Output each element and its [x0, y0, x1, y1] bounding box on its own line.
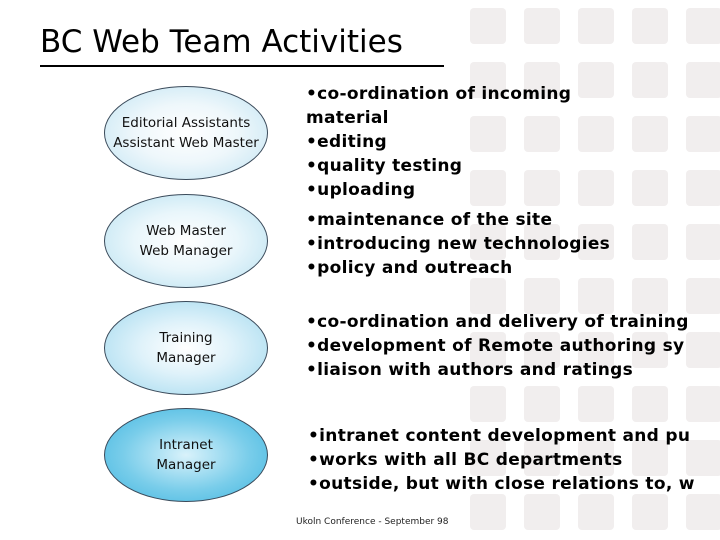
- background-tile: [524, 170, 560, 206]
- background-tile: [524, 224, 560, 260]
- background-tile: [524, 332, 560, 368]
- background-tile: [632, 440, 668, 476]
- background-tile: [470, 278, 506, 314]
- activity-item: •introducing new technologies: [306, 234, 611, 254]
- background-tile: [524, 386, 560, 422]
- background-tile: [524, 116, 560, 152]
- title-underline: [40, 65, 444, 67]
- slide-footer: Ukoln Conference - September 98: [296, 517, 449, 527]
- background-tile: [632, 224, 668, 260]
- role-label: Manager: [156, 350, 216, 366]
- role-ellipse-intranet: Intranet Manager: [104, 408, 268, 502]
- background-tile: [686, 332, 720, 368]
- background-tile: [524, 278, 560, 314]
- background-tile: [524, 62, 560, 98]
- background-tile: [470, 494, 506, 530]
- background-tile: [686, 62, 720, 98]
- background-tile: [686, 386, 720, 422]
- activity-item: •co-ordination of incoming: [306, 84, 572, 104]
- background-tile: [632, 278, 668, 314]
- background-tile: [524, 440, 560, 476]
- activity-item: •liaison with authors and ratings: [306, 360, 633, 380]
- activity-item: •uploading: [306, 180, 416, 200]
- activity-item: •policy and outreach: [306, 258, 513, 278]
- background-tile: [686, 494, 720, 530]
- background-tile: [632, 386, 668, 422]
- background-tile: [686, 440, 720, 476]
- role-label: Editorial Assistants: [121, 115, 251, 131]
- background-tile: [578, 278, 614, 314]
- activity-list-intranet: •intranet content development and pu •wo…: [308, 424, 695, 496]
- role-label: Manager: [156, 457, 216, 473]
- activity-item: •maintenance of the site: [306, 210, 553, 230]
- background-tile: [632, 116, 668, 152]
- background-tile: [470, 116, 506, 152]
- background-tile: [524, 494, 560, 530]
- activity-list-training: •co-ordination and delivery of training …: [306, 310, 689, 382]
- activity-item: material: [306, 108, 389, 128]
- activity-item: •quality testing: [306, 156, 463, 176]
- background-tile: [470, 224, 506, 260]
- activity-item: •works with all BC departments: [308, 450, 623, 470]
- background-tile: [578, 62, 614, 98]
- background-tile: [578, 8, 614, 44]
- background-tile: [632, 494, 668, 530]
- background-tile: [578, 440, 614, 476]
- background-tile: [470, 170, 506, 206]
- background-tile: [470, 332, 506, 368]
- background-tile: [524, 8, 560, 44]
- background-tile: [686, 116, 720, 152]
- background-tile: [578, 170, 614, 206]
- role-label: Training: [159, 330, 213, 346]
- background-tile: [632, 332, 668, 368]
- background-tile: [470, 8, 506, 44]
- activity-item: •co-ordination and delivery of training: [306, 312, 689, 332]
- role-label: Assistant Web Master: [113, 135, 259, 151]
- activity-list-editorial: •co-ordination of incoming material •edi…: [306, 82, 571, 202]
- activity-item: •editing: [306, 132, 388, 152]
- background-tile: [578, 116, 614, 152]
- background-tile: [578, 224, 614, 260]
- role-ellipse-training: Training Manager: [104, 301, 268, 395]
- background-tile: [578, 332, 614, 368]
- role-ellipse-web-master: Web Master Web Manager: [104, 194, 268, 288]
- background-tile: [632, 62, 668, 98]
- activity-item: •development of Remote authoring sy: [306, 336, 685, 356]
- background-tile: [632, 170, 668, 206]
- background-tile: [470, 440, 506, 476]
- role-ellipse-editorial: Editorial Assistants Assistant Web Maste…: [104, 86, 268, 180]
- slide-title: BC Web Team Activities: [40, 24, 403, 60]
- activity-list-web-master: •maintenance of the site •introducing ne…: [306, 208, 610, 280]
- background-tile: [632, 8, 668, 44]
- background-tile: [470, 62, 506, 98]
- background-tile: [686, 278, 720, 314]
- background-tile: [686, 224, 720, 260]
- role-label: Intranet: [159, 437, 213, 453]
- background-tile: [578, 494, 614, 530]
- background-tile: [470, 386, 506, 422]
- background-tile: [686, 8, 720, 44]
- background-tile: [578, 386, 614, 422]
- activity-item: •intranet content development and pu: [308, 426, 691, 446]
- activity-item: •outside, but with close relations to, w: [308, 474, 695, 494]
- role-label: Web Manager: [139, 243, 233, 259]
- background-tile: [686, 170, 720, 206]
- role-label: Web Master: [146, 223, 226, 239]
